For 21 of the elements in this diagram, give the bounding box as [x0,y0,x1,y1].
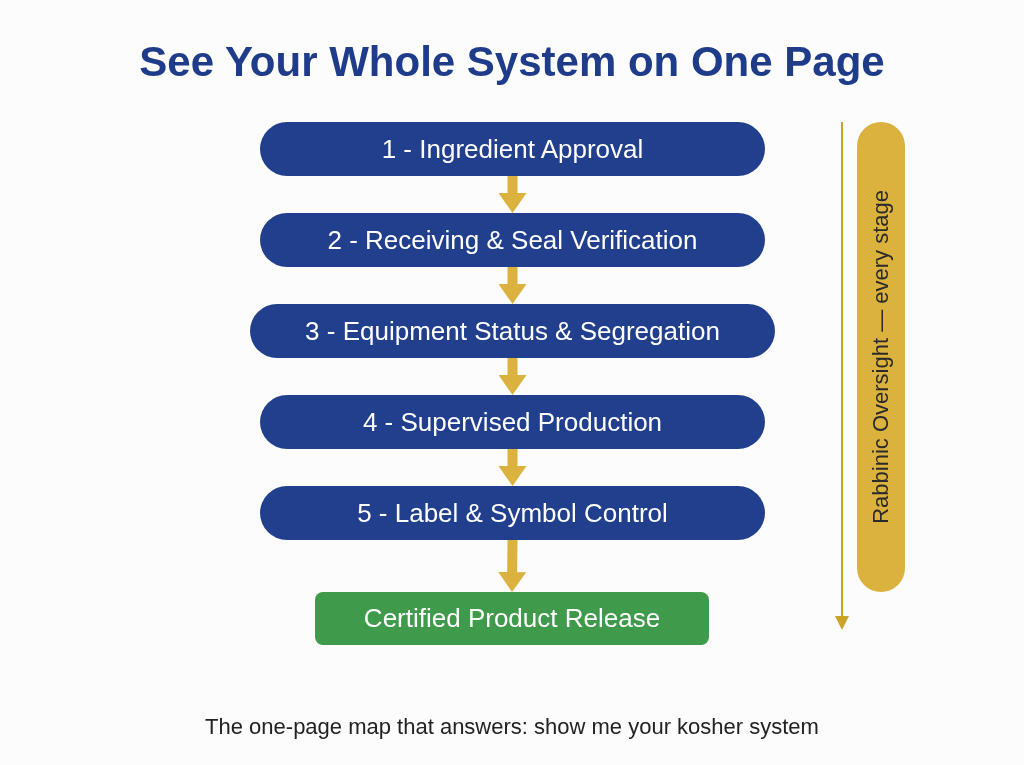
step-label: 1 - Ingredient Approval [381,132,644,166]
step-label: 2 - Receiving & Seal Verification [327,223,698,257]
step-label: Certified Product Release [363,602,661,635]
flow-arrow [498,267,527,304]
process-pill [260,395,765,449]
process-pill [260,122,765,176]
step-label: 3 - Equipment Status & Segregation [305,314,720,348]
flow-arrow [498,358,527,395]
flow-arrow [498,449,527,486]
step-label: 4 - Supervised Production [362,405,663,439]
result-box [315,592,709,645]
process-pill [260,213,765,267]
flow-arrow [498,176,527,213]
band-label: Rabbinic Oversight — every stage [870,190,892,524]
step-label: 5 - Label & Symbol Control [357,496,668,530]
oversight-band [857,122,905,592]
caption: The one-page map that answers: show me your kosher system [204,713,820,741]
title: See Your Whole System on One Page [138,37,886,87]
process-pill [250,304,775,358]
process-pill [260,486,765,540]
flow-arrow [498,539,527,592]
